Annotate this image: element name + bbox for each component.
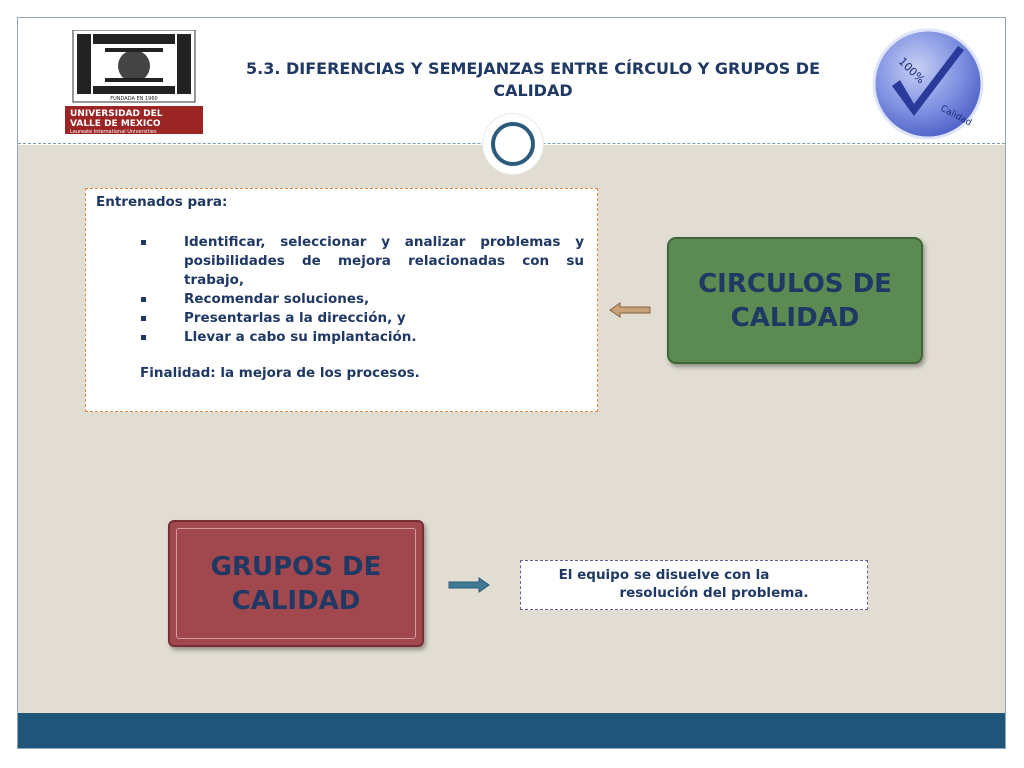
- circulos-label: CIRCULOS DE CALIDAD: [698, 268, 892, 333]
- bullet-icon: [141, 335, 146, 340]
- page-title: 5.3. DIFERENCIAS Y SEMEJANZAS ENTRE CÍRC…: [246, 59, 820, 100]
- training-textbox: Entrenados para: Identificar, selecciona…: [85, 188, 598, 412]
- grupos-label: GRUPOS DE CALIDAD: [210, 551, 382, 616]
- list-item: Identificar, seleccionar y analizar prob…: [138, 233, 584, 290]
- result-line-2: resolución del problema.: [619, 585, 809, 601]
- training-list: Identificar, seleccionar y analizar prob…: [138, 233, 584, 347]
- logo-line-3: Laureate International Universities: [70, 129, 157, 135]
- university-logo: FUNDADA EN 1960 UNIVERSIDAD DEL VALLE DE…: [65, 30, 203, 135]
- list-item: Recomendar soluciones,: [138, 290, 584, 309]
- slide: FUNDADA EN 1960 UNIVERSIDAD DEL VALLE DE…: [17, 17, 1006, 749]
- result-line-1: El equipo se disuelve con la: [558, 567, 770, 583]
- bullet-icon: [141, 316, 146, 321]
- logo-line-1: UNIVERSIDAD DEL: [70, 109, 163, 119]
- textbox-final: Finalidad: la mejora de los procesos.: [140, 365, 420, 381]
- footer-bar: [18, 713, 1005, 748]
- grupos-box: GRUPOS DE CALIDAD: [168, 520, 424, 647]
- textbox-heading: Entrenados para:: [96, 194, 228, 210]
- svg-text:FUNDADA EN 1960: FUNDADA EN 1960: [110, 96, 157, 102]
- result-textbox: El equipo se disuelve con la resolución …: [520, 560, 868, 610]
- arrow-right-icon: [448, 577, 490, 593]
- arrow-left-icon: [609, 302, 651, 318]
- circulos-box: CIRCULOS DE CALIDAD: [667, 237, 923, 364]
- list-item: Presentarlas a la dirección, y: [138, 309, 584, 328]
- bullet-icon: [141, 297, 146, 302]
- list-item: Llevar a cabo su implantación.: [138, 328, 584, 347]
- logo-line-2: VALLE DE MEXICO: [70, 119, 161, 129]
- circle-ornament-icon: [483, 114, 543, 174]
- bullet-icon: [141, 240, 146, 245]
- quality-badge-icon: 100% Calidad: [872, 28, 984, 140]
